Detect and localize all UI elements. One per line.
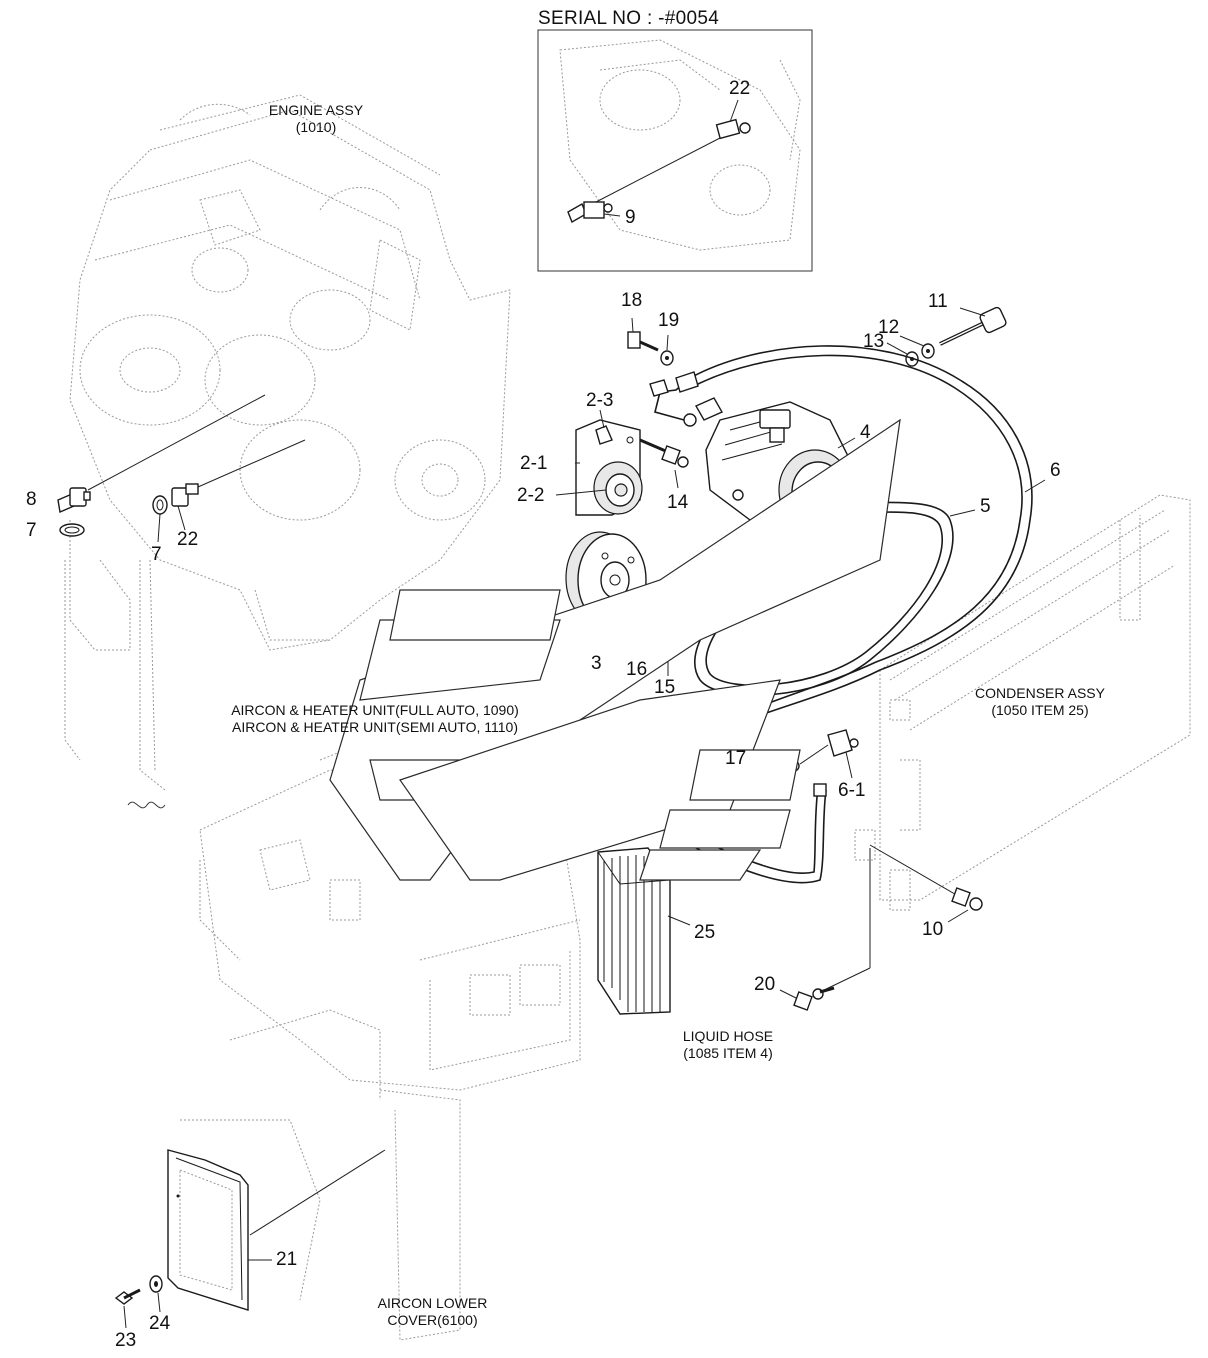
callout-21: 21 [276, 1249, 298, 1270]
callout-13: 13 [863, 331, 885, 352]
callout-14: 14 [667, 492, 689, 513]
break-mark [127, 801, 166, 809]
serial-number-label: SERIAL NO : -#0054 [538, 8, 720, 29]
callout-7-right: 7 [151, 544, 162, 565]
callout-12: 12 [878, 317, 900, 338]
callout-22: 22 [177, 529, 199, 550]
bolt-2-3 [595, 425, 613, 445]
callout-24: 24 [149, 1313, 171, 1334]
callout-3: 3 [591, 653, 602, 674]
condenser-outline [854, 494, 1191, 911]
aircon-heater-caption-line1: AIRCON & HEATER UNIT(FULL AUTO, 1090) [231, 702, 519, 718]
engine-assy-outline [64, 94, 511, 791]
liquid-hose-caption: LIQUID HOSE (1085 ITEM 4) [668, 1028, 788, 1062]
callout-5: 5 [980, 496, 991, 517]
callout-25: 25 [694, 922, 716, 943]
aircon-lower-cover-caption-line1: AIRCON LOWER [377, 1295, 488, 1311]
aircon-lower-cover-caption-line2: COVER(6100) [387, 1312, 478, 1328]
inset-drain-valve-9 [567, 201, 613, 224]
callout-2-3: 2-3 [586, 390, 614, 411]
filter-25 [597, 847, 671, 1015]
fitting-6-1 [813, 729, 859, 797]
bolt-10 [951, 887, 983, 911]
flow-arrows [329, 418, 901, 881]
callout-17: 17 [725, 748, 747, 769]
idler-pulley-2-2 [593, 461, 643, 515]
condenser-assy-caption: CONDENSER ASSY (1050 ITEM 25) [960, 685, 1120, 719]
washer-19 [660, 350, 674, 366]
condenser-assy-caption-line2: (1050 ITEM 25) [991, 702, 1089, 718]
aircon-lower-cover-21 [167, 1149, 249, 1311]
bolt-11 [939, 306, 1007, 346]
callout-11: 11 [928, 291, 948, 312]
callout-2-2: 2-2 [517, 485, 545, 506]
screw-23 [114, 1288, 141, 1305]
fitting-22 [171, 483, 199, 507]
engine-assy-caption-line1: ENGINE ASSY [268, 102, 364, 118]
aircon-heater-caption: AIRCON & HEATER UNIT(FULL AUTO, 1090) AI… [200, 702, 550, 736]
aircon-lower-cover-caption: AIRCON LOWER COVER(6100) [370, 1295, 495, 1329]
washer-24 [149, 1275, 163, 1293]
bolt-14 [639, 438, 689, 468]
bolt-18 [627, 331, 659, 352]
callout-23: 23 [115, 1330, 137, 1351]
callout-18: 18 [621, 290, 643, 311]
callout-inset-22: 22 [729, 78, 751, 99]
liquid-hose-caption-line2: (1085 ITEM 4) [683, 1045, 773, 1061]
washer-12 [921, 343, 935, 359]
bolt-20 [793, 986, 835, 1011]
hose-6 [649, 345, 1033, 884]
callout-16: 16 [626, 659, 648, 680]
callout-8: 8 [26, 489, 37, 510]
callout-7-left: 7 [26, 520, 37, 541]
clamp-7-left [59, 523, 85, 537]
clamp-7-right [152, 495, 168, 515]
callout-6: 6 [1050, 460, 1061, 481]
inset-engine-background [559, 39, 801, 251]
drain-valve-8 [57, 487, 91, 513]
engine-assy-caption: ENGINE ASSY (1010) [256, 102, 376, 136]
callout-19: 19 [658, 310, 680, 331]
callout-4: 4 [860, 422, 871, 443]
callout-10: 10 [922, 919, 944, 940]
callout-20: 20 [754, 974, 776, 995]
callout-2-1: 2-1 [520, 453, 548, 474]
engine-assy-caption-line2: (1010) [295, 119, 337, 135]
callout-inset-9: 9 [625, 207, 636, 228]
callout-6-1: 6-1 [838, 780, 866, 801]
aircon-heater-caption-line2: AIRCON & HEATER UNIT(SEMI AUTO, 1110) [231, 719, 518, 735]
liquid-hose-caption-line1: LIQUID HOSE [682, 1028, 774, 1044]
condenser-assy-caption-line1: CONDENSER ASSY [975, 685, 1105, 701]
serial-inset-box [537, 29, 813, 272]
callout-15: 15 [654, 677, 676, 698]
inset-fitting-22 [715, 118, 751, 140]
